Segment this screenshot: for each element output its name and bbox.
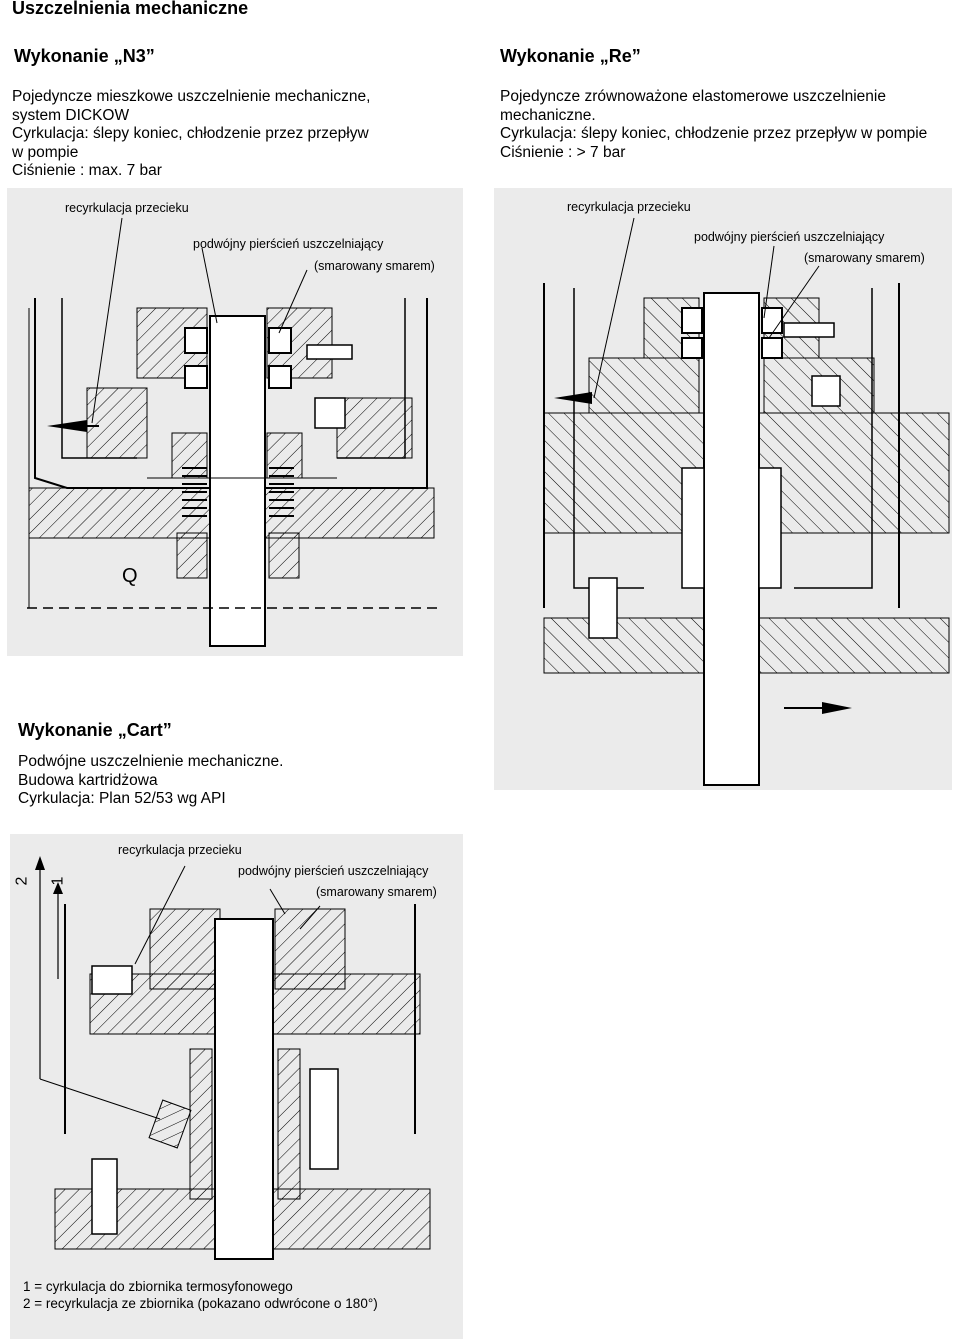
re-line: Pojedyncze zrównoważone elastomerowe usz… [500, 88, 886, 105]
cart-label-double-ring: podwójny pierścień uszczelniający [238, 864, 429, 878]
re-line: Ciśnienie : > 7 bar [500, 143, 626, 161]
n3-heading: Wykonanie „N3” [14, 46, 155, 66]
re-label-double-ring: podwójny pierścień uszczelniający [694, 230, 885, 244]
n3-label-grease: (smarowany smarem) [314, 259, 435, 273]
re-heading: Wykonanie „Re” [500, 46, 641, 66]
cart-label-1: 1 [49, 876, 67, 886]
n3-line: Ciśnienie : max. 7 bar [12, 162, 162, 179]
n3-seal-drawing [27, 217, 437, 647]
n3-drawing-panel: recyrkulacja przecieku podwójny pierście… [7, 188, 463, 656]
n3-line: w pompie [12, 143, 79, 161]
cart-notes: 1 = cyrkulacja do zbiornika termosyfonow… [23, 1278, 378, 1312]
cart-note: 2 = recyrkulacja ze zbiornika (pokazano … [23, 1296, 378, 1311]
cart-label-recirculation: recyrkulacja przecieku [118, 843, 242, 857]
cart-seal-drawing [35, 856, 431, 1260]
re-label-grease: (smarowany smarem) [804, 251, 925, 265]
re-line: Cyrkulacja: ślepy koniec, chłodzenie prz… [500, 125, 928, 142]
cart-heading: Wykonanie „Cart” [18, 720, 172, 740]
n3-line: system DICKOW [12, 106, 130, 124]
re-line: mechaniczne. [500, 106, 596, 124]
cart-drawing-panel: 2 1 recyrkulacja przecieku podwójny pier… [10, 834, 463, 1339]
cart-description: Podwójne uszczelnienie mechaniczne. Budo… [18, 753, 283, 809]
cart-line: Podwójne uszczelnienie mechaniczne. [18, 753, 284, 770]
cart-label-2: 2 [13, 876, 31, 886]
re-label-recirculation: recyrkulacja przecieku [567, 200, 691, 214]
page-title: Uszczelnienia mechaniczne [12, 0, 249, 18]
cart-note: 1 = cyrkulacja do zbiornika termosyfonow… [23, 1279, 293, 1294]
n3-label-recirculation: recyrkulacja przecieku [65, 201, 189, 215]
re-description: Pojedyncze zrównoważone elastomerowe usz… [500, 88, 927, 162]
re-seal-drawing [543, 217, 950, 786]
n3-line: Cyrkulacja: ślepy koniec, chłodzenie prz… [12, 125, 369, 142]
re-drawing-panel: recyrkulacja przecieku podwójny pierście… [494, 188, 952, 790]
cart-label-grease: (smarowany smarem) [316, 885, 437, 899]
cart-line: Budowa kartridżowa [18, 771, 158, 789]
n3-label-double-ring: podwójny pierścień uszczelniający [193, 237, 384, 251]
n3-label-q: Q [122, 565, 138, 587]
cart-line: Cyrkulacja: Plan 52/53 wg API [18, 790, 226, 807]
n3-line: Pojedyncze mieszkowe uszczelnienie mecha… [12, 88, 371, 105]
n3-description: Pojedyncze mieszkowe uszczelnienie mecha… [12, 88, 370, 181]
